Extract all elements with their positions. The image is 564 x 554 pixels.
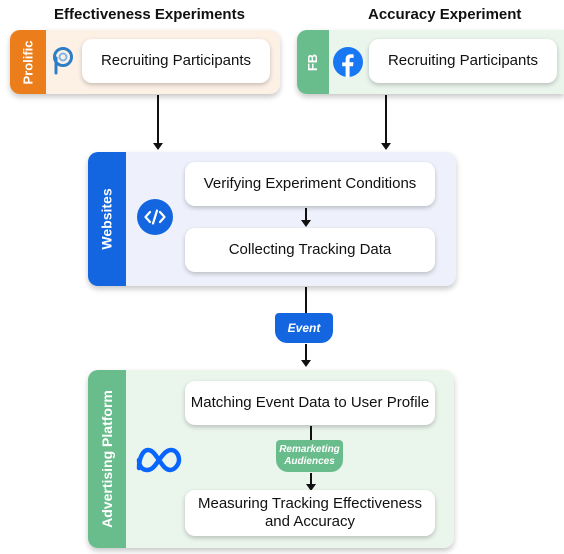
effectiveness-heading: Effectiveness Experiments: [54, 6, 245, 23]
matching-event-label: Matching Event Data to User Profile: [190, 394, 430, 411]
facebook-logo-icon: [333, 47, 363, 77]
fb-recruiting-card: Recruiting Participants: [369, 39, 557, 83]
arrow-matching-to-remarketing: [310, 426, 312, 440]
prolific-panel: Prolific Recruiting Participants: [10, 30, 280, 94]
collecting-data-label: Collecting Tracking Data: [228, 241, 392, 258]
matching-event-card: Matching Event Data to User Profile: [185, 381, 435, 425]
arrow-head-fb: [381, 143, 391, 150]
event-badge: Event: [275, 313, 333, 343]
prolific-tab-label: Prolific: [20, 39, 36, 85]
code-icon: [137, 199, 173, 235]
websites-tab-label: Websites: [99, 188, 115, 250]
websites-tab: Websites: [88, 152, 126, 286]
arrow-head-remarketing: [306, 484, 316, 491]
arrow-verify-to-collect: [305, 208, 307, 221]
ad-platform-panel: Advertising Platform Matching Event Data…: [88, 370, 454, 548]
arrow-event-to-platform: [305, 344, 307, 361]
accuracy-heading: Accuracy Experiment: [368, 6, 522, 23]
arrow-prolific-to-websites: [157, 95, 159, 143]
fb-tab-label: FB: [305, 53, 321, 71]
arrow-fb-to-websites: [385, 95, 387, 143]
meta-logo-icon: [133, 444, 185, 476]
event-badge-label: Event: [287, 321, 321, 335]
remarketing-badge: Remarketing Audiences: [276, 440, 343, 472]
collecting-data-card: Collecting Tracking Data: [185, 228, 435, 272]
fb-panel: FB Recruiting Participants: [297, 30, 564, 94]
arrow-head-verify: [301, 220, 311, 227]
prolific-recruiting-label: Recruiting Participants: [100, 52, 252, 69]
remarketing-badge-label: Remarketing Audiences: [279, 444, 340, 467]
arrow-remarketing-to-measuring: [310, 473, 312, 485]
ad-platform-tab-label: Advertising Platform: [99, 390, 116, 528]
websites-panel: Websites Verifying Experiment Conditions…: [88, 152, 456, 286]
verifying-conditions-label: Verifying Experiment Conditions: [203, 175, 417, 192]
prolific-logo-icon: [50, 45, 78, 75]
prolific-recruiting-card: Recruiting Participants: [82, 39, 270, 83]
arrow-websites-to-event: [305, 287, 307, 313]
ad-platform-tab: Advertising Platform: [88, 370, 126, 548]
fb-tab: FB: [297, 30, 329, 94]
prolific-tab: Prolific: [10, 30, 46, 94]
arrow-head-event: [301, 360, 311, 367]
fb-recruiting-label: Recruiting Participants: [387, 52, 539, 69]
verifying-conditions-card: Verifying Experiment Conditions: [185, 162, 435, 206]
arrow-head-prolific: [153, 143, 163, 150]
measuring-label: Measuring Tracking Effectiveness and Acc…: [198, 495, 422, 530]
measuring-card: Measuring Tracking Effectiveness and Acc…: [185, 490, 435, 536]
